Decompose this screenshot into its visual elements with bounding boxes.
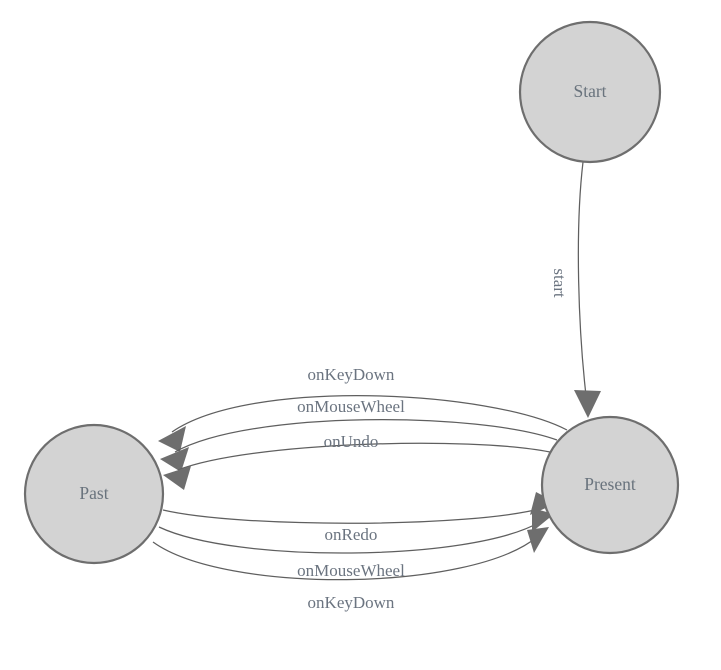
node-start-label: Start [573,81,606,101]
edge-present-to-past-onundo-arrowhead [163,466,191,490]
edge-label-start: start [550,268,569,298]
node-past[interactable]: Past [23,423,165,565]
edge-label-present-to-past-onmousewheel: onMouseWheel [297,397,405,416]
edge-present-to-past-onmousewheel-arrowhead [160,447,189,472]
edge-present-to-past-onundo-path [177,442,551,471]
edge-label-present-to-past-onundo: onUndo [324,432,379,451]
edge-label-past-to-present-onkeydown: onKeyDown [308,593,395,612]
edge-label-present-to-past-onkeydown: onKeyDown [308,365,395,384]
edge-start-to-present-path [577,161,588,405]
node-present[interactable]: Present [540,415,680,555]
edge-past-to-present-onkeydown[interactable]: onKeyDown [152,527,549,612]
edge-present-to-past-onkeydown[interactable]: onKeyDown [158,365,568,452]
node-start[interactable]: Start [518,20,662,164]
edge-past-to-present-onkeydown-arrowhead [527,527,549,553]
node-past-circle [23,423,165,565]
edge-present-to-past-onkeydown-path [171,395,568,433]
edge-present-to-past-onundo[interactable]: onUndo [163,432,551,490]
edge-past-to-present-onmousewheel[interactable]: onMouseWheel [158,508,554,580]
node-start-circle [518,20,662,164]
edge-label-past-to-present-onredo: onRedo [325,525,378,544]
edge-past-to-present-onkeydown-path [152,536,538,581]
node-past-label: Past [79,483,108,503]
edge-past-to-present-onredo-path [162,507,544,524]
node-present-circle [540,415,680,555]
edge-present-to-past-onmousewheel[interactable]: onMouseWheel [160,397,558,472]
node-present-label: Present [584,474,636,494]
edge-label-past-to-present-onmousewheel: onMouseWheel [297,561,405,580]
edge-present-to-past-onmousewheel-path [174,419,558,453]
edge-start-to-present[interactable]: start [550,161,601,418]
edge-past-to-present-onmousewheel-path [158,521,541,554]
edge-start-to-present-arrowhead [574,390,601,418]
edge-present-to-past-onkeydown-arrowhead [158,426,186,452]
edge-past-to-present-onredo[interactable]: onRedo [162,492,557,544]
